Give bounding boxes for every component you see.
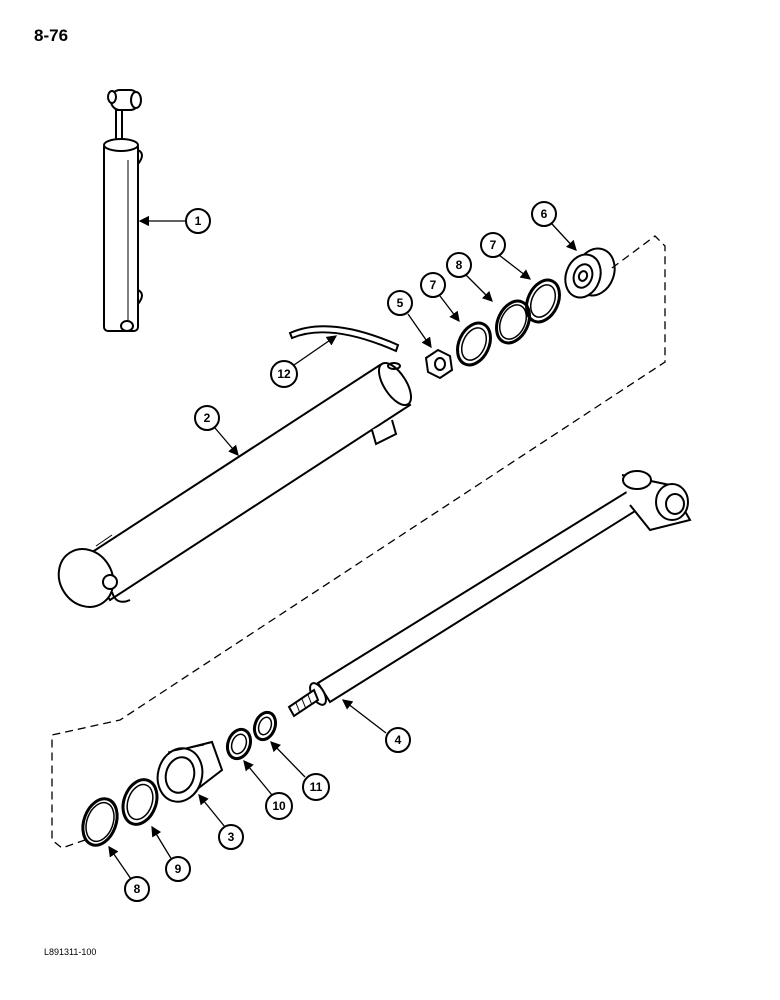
leader-4	[341, 699, 387, 734]
piston-rod-illustration	[287, 470, 692, 718]
callout-11-label: 11	[310, 780, 323, 794]
leader-lines	[108, 215, 577, 880]
callout-8b-label: 8	[134, 882, 141, 896]
callout-3-label: 3	[228, 830, 235, 844]
leader-12	[293, 335, 338, 366]
callout-8a-label: 8	[456, 258, 463, 272]
callout-7a-label: 7	[430, 278, 437, 292]
leader-3	[198, 793, 226, 828]
callout-2-label: 2	[204, 411, 211, 425]
callout-5: 5	[387, 290, 413, 316]
callout-3: 3	[218, 824, 244, 850]
callout-10-label: 10	[272, 799, 286, 813]
callout-7a: 7	[420, 272, 446, 298]
callout-4: 4	[385, 727, 411, 753]
assembly-path-dashed	[51, 235, 666, 849]
leader-5	[407, 313, 432, 349]
callout-4-label: 4	[395, 733, 402, 747]
callout-6: 6	[531, 201, 557, 227]
callout-9-label: 9	[175, 862, 182, 876]
callout-1-label: 1	[195, 214, 202, 228]
callout-2: 2	[194, 405, 220, 431]
lower-seals	[81, 710, 278, 847]
callout-12-label: 12	[277, 367, 291, 381]
callout-1: 1	[185, 208, 211, 234]
page-number: 8-76	[34, 26, 69, 45]
callout-9: 9	[165, 856, 191, 882]
leader-8b	[108, 845, 132, 880]
callout-12: 12	[270, 360, 298, 388]
wire-illustration	[288, 325, 400, 353]
leader-9	[151, 825, 173, 861]
callout-5-label: 5	[397, 296, 404, 310]
leader-10	[243, 759, 273, 796]
leader-8a	[465, 274, 493, 302]
callout-8b: 8	[124, 876, 150, 902]
piston-illustration	[564, 247, 616, 299]
callout-7b-label: 7	[490, 238, 497, 252]
gland-illustration	[156, 740, 224, 803]
barrel-illustration	[57, 361, 412, 608]
leader-6	[551, 223, 577, 251]
figure-code: L891311-100	[44, 947, 97, 957]
callout-11: 11	[302, 773, 330, 801]
upper-seals	[456, 278, 561, 367]
leader-7b	[498, 254, 532, 280]
cylinder-assembly-illustration	[103, 89, 143, 332]
nut-illustration	[424, 348, 454, 380]
leader-7a	[439, 295, 460, 323]
callout-6-label: 6	[541, 207, 548, 221]
callout-10: 10	[265, 792, 293, 820]
leader-11	[270, 741, 306, 778]
callout-8a: 8	[446, 252, 472, 278]
callout-7b: 7	[480, 232, 506, 258]
leader-2	[214, 427, 239, 456]
